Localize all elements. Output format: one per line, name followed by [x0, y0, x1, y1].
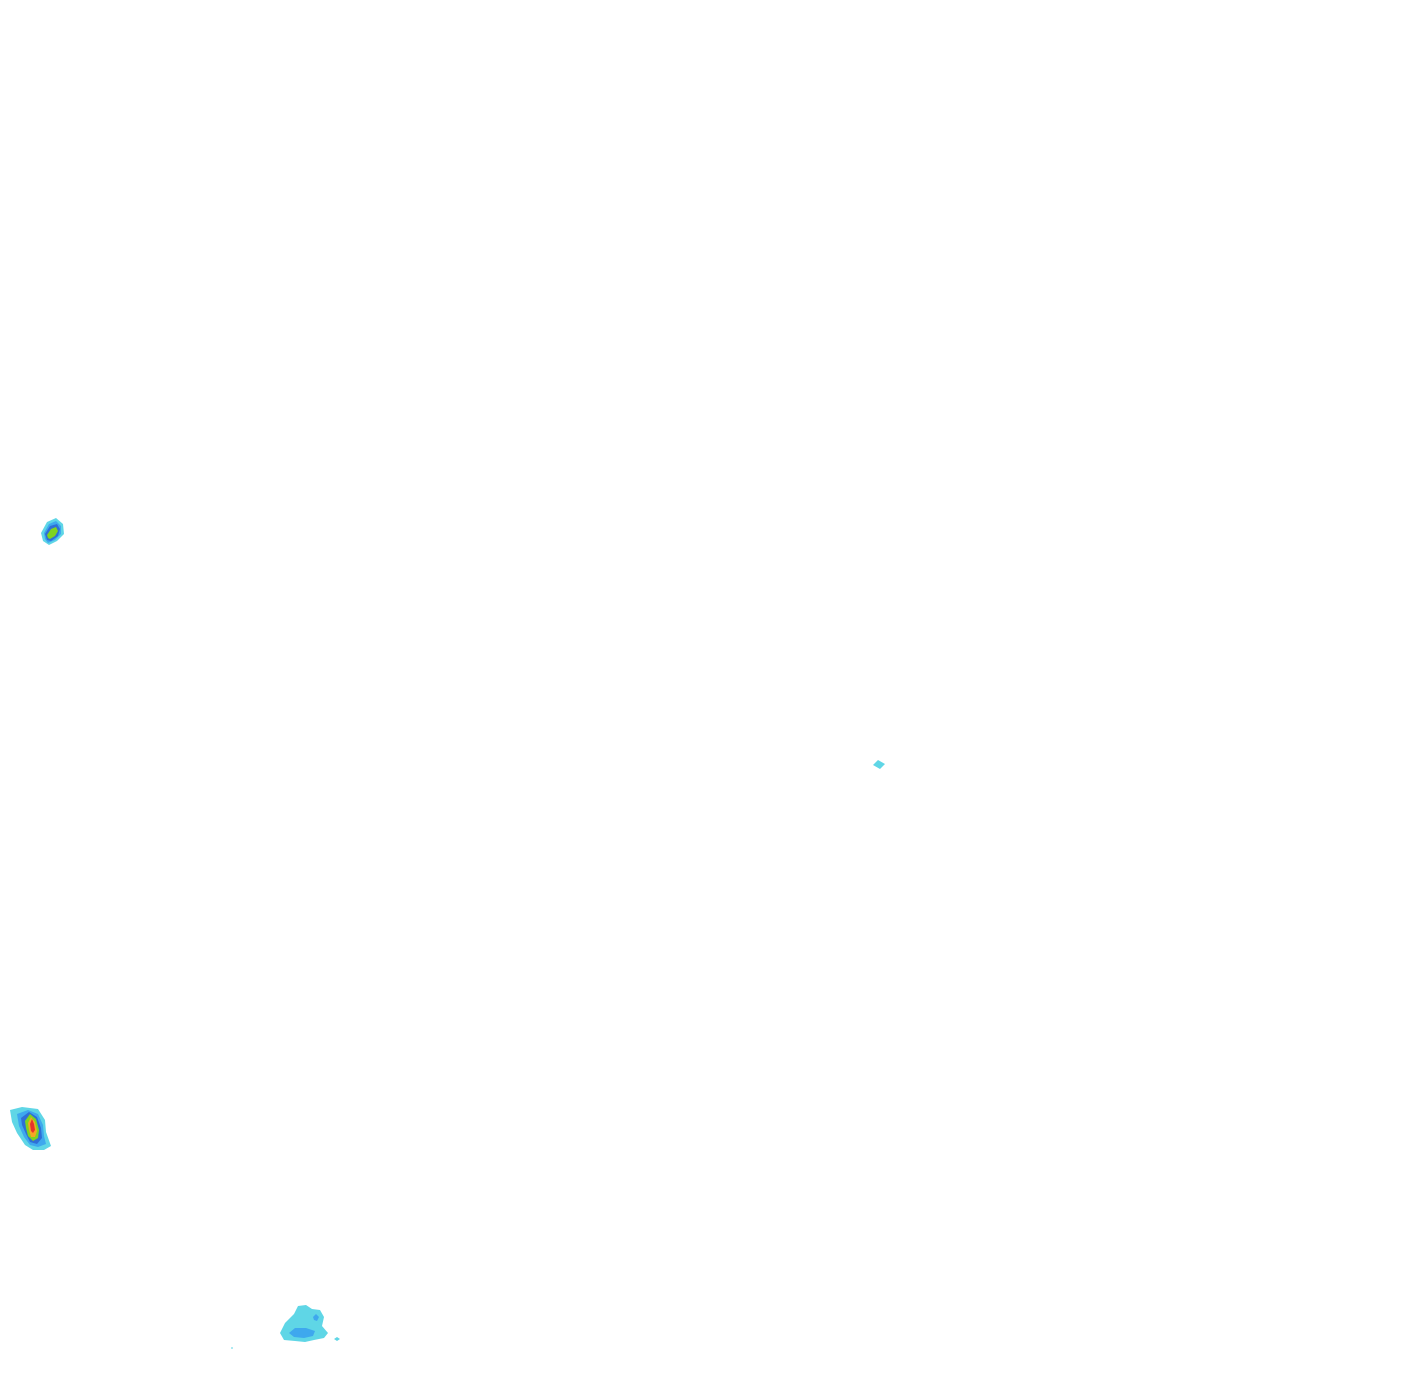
- contour-level-6: [30, 1119, 35, 1133]
- storm-cell-west: [10, 1107, 51, 1150]
- contour-level-4: [47, 527, 58, 539]
- storm-cell-northwest: [41, 518, 64, 545]
- contour-level-1: [873, 760, 885, 769]
- contour-level-1: [334, 1337, 340, 1341]
- contour-level-2-spot: [313, 1314, 319, 1321]
- storm-cell-center: [873, 760, 885, 769]
- storm-cell-south: [280, 1305, 328, 1342]
- contour-level-1-speck: [231, 1347, 233, 1349]
- storm-cell-south-fragment: [231, 1337, 340, 1349]
- contour-level-2: [289, 1328, 315, 1338]
